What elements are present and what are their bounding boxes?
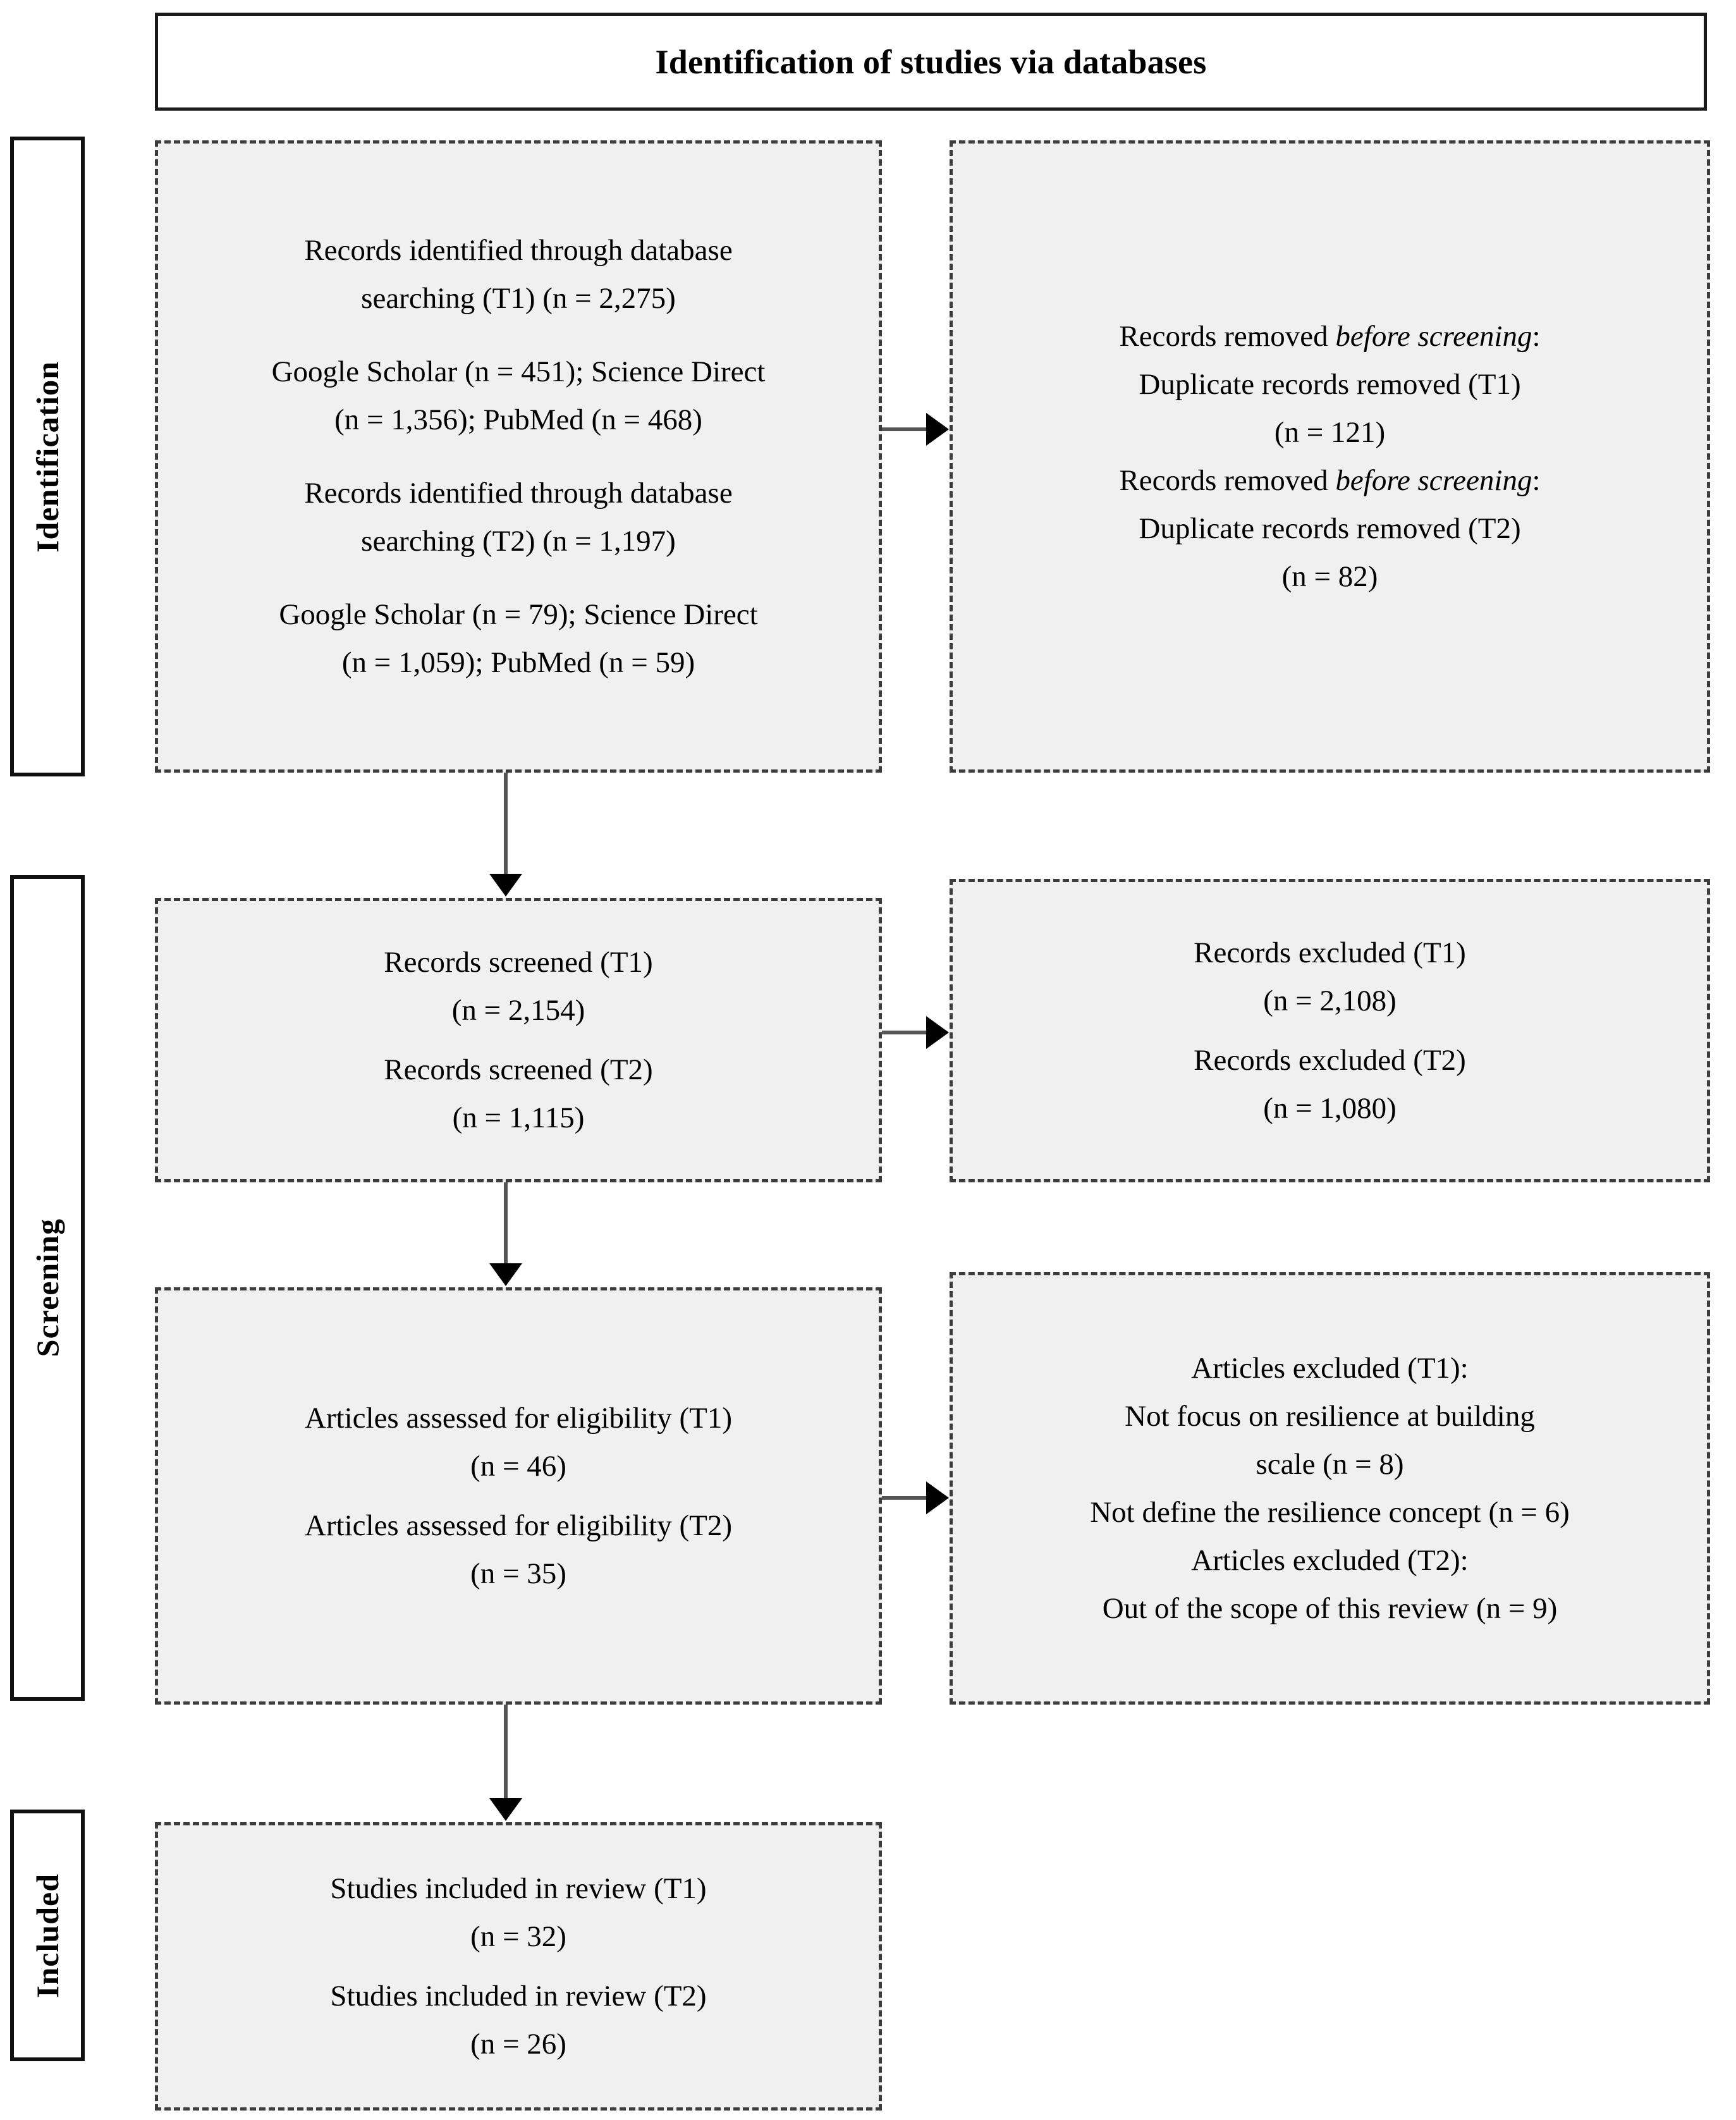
articles-excluded-line1: Articles excluded (T1):: [1191, 1351, 1469, 1385]
articles-excluded-line4: Not define the resilience concept (n = 6…: [1090, 1496, 1570, 1529]
studies-included-line2: (n = 32): [470, 1920, 566, 1953]
node-articles-excluded: Articles excluded (T1): Not focus on res…: [950, 1272, 1710, 1705]
arrow-eligibility-to-excluded: [882, 1496, 927, 1500]
records-screened-line4: (n = 1,115): [452, 1101, 585, 1135]
records-removed-line1-italic: before screening: [1335, 319, 1532, 353]
records-identified-line8: (n = 1,059); PubMed (n = 59): [341, 646, 695, 680]
node-articles-eligibility: Articles assessed for eligibility (T1) (…: [155, 1287, 882, 1705]
records-excluded-line1: Records excluded (T1): [1194, 936, 1466, 969]
stage-label-screening-text: Screening: [30, 1218, 65, 1357]
articles-excluded-line5: Articles excluded (T2):: [1191, 1544, 1469, 1578]
records-removed-line1: Records removed before screening:: [974, 312, 1685, 360]
node-records-screened: Records screened (T1) (n = 2,154) Record…: [155, 898, 882, 1182]
stage-label-identification: Identification: [10, 137, 85, 776]
arrow-screened-to-eligibility: [504, 1182, 508, 1265]
articles-excluded-line6: Out of the scope of this review (n = 9): [1102, 1592, 1558, 1626]
records-excluded-line2: (n = 2,108): [1263, 984, 1397, 1017]
node-records-identified: Records identified through database sear…: [155, 140, 882, 773]
records-removed-line4-italic: before screening: [1335, 464, 1532, 497]
articles-eligibility-line2: (n = 46): [470, 1449, 566, 1483]
records-identified-line2: searching (T1) (n = 2,275): [361, 281, 676, 315]
studies-included-line4: (n = 26): [470, 2028, 566, 2061]
arrow-eligibility-to-included: [504, 1705, 508, 1799]
stage-label-screening: Screening: [10, 875, 85, 1701]
stage-label-included: Included: [10, 1810, 85, 2061]
stage-label-included-text: Included: [30, 1873, 65, 1998]
records-identified-line5: Records identified through database: [304, 477, 733, 510]
records-removed-line2: Duplicate records removed (T1): [1139, 367, 1521, 401]
diagram-title-box: Identification of studies via databases: [155, 13, 1707, 111]
records-removed-line5: Duplicate records removed (T2): [1139, 512, 1521, 546]
records-identified-line3: Google Scholar (n = 451); Science Direct: [271, 355, 766, 388]
records-removed-line1-prefix: Records removed: [1119, 319, 1336, 353]
studies-included-line3: Studies included in review (T2): [330, 1980, 707, 2013]
records-identified-line6: searching (T2) (n = 1,197): [361, 525, 676, 558]
articles-eligibility-line4: (n = 35): [470, 1557, 566, 1591]
records-screened-line1: Records screened (T1): [384, 945, 653, 979]
records-screened-line2: (n = 2,154): [451, 993, 585, 1027]
studies-included-line1: Studies included in review (T1): [330, 1872, 707, 1905]
articles-eligibility-line1: Articles assessed for eligibility (T1): [304, 1401, 733, 1435]
articles-excluded-line2: Not focus on resilience at building: [1125, 1399, 1535, 1433]
arrow-identified-to-removed: [882, 427, 927, 431]
records-identified-line1: Records identified through database: [304, 233, 733, 267]
records-screened-line3: Records screened (T2): [384, 1053, 653, 1086]
arrow-screened-to-excluded: [882, 1031, 927, 1034]
node-records-removed: Records removed before screening: Duplic…: [950, 140, 1710, 773]
records-removed-line4-suffix: :: [1532, 464, 1541, 497]
records-excluded-line3: Records excluded (T2): [1194, 1044, 1466, 1077]
records-removed-line1-suffix: :: [1532, 319, 1541, 353]
stage-label-identification-text: Identification: [30, 360, 65, 553]
node-records-excluded: Records excluded (T1) (n = 2,108) Record…: [950, 879, 1710, 1182]
records-removed-line6: (n = 82): [1281, 560, 1378, 594]
records-removed-line3: (n = 121): [1274, 415, 1386, 449]
diagram-title: Identification of studies via databases: [655, 42, 1207, 81]
records-excluded-line4: (n = 1,080): [1263, 1092, 1397, 1125]
articles-eligibility-line3: Articles assessed for eligibility (T2): [304, 1509, 733, 1542]
records-removed-line4-prefix: Records removed: [1119, 464, 1336, 497]
records-identified-line7: Google Scholar (n = 79); Science Direct: [279, 598, 758, 632]
articles-excluded-line3: scale (n = 8): [1256, 1447, 1404, 1481]
records-identified-line4: (n = 1,356); PubMed (n = 468): [334, 403, 702, 436]
arrow-identified-to-screened: [504, 773, 508, 875]
node-studies-included: Studies included in review (T1) (n = 32)…: [155, 1822, 882, 2111]
records-removed-line4: Records removed before screening:: [974, 456, 1685, 505]
